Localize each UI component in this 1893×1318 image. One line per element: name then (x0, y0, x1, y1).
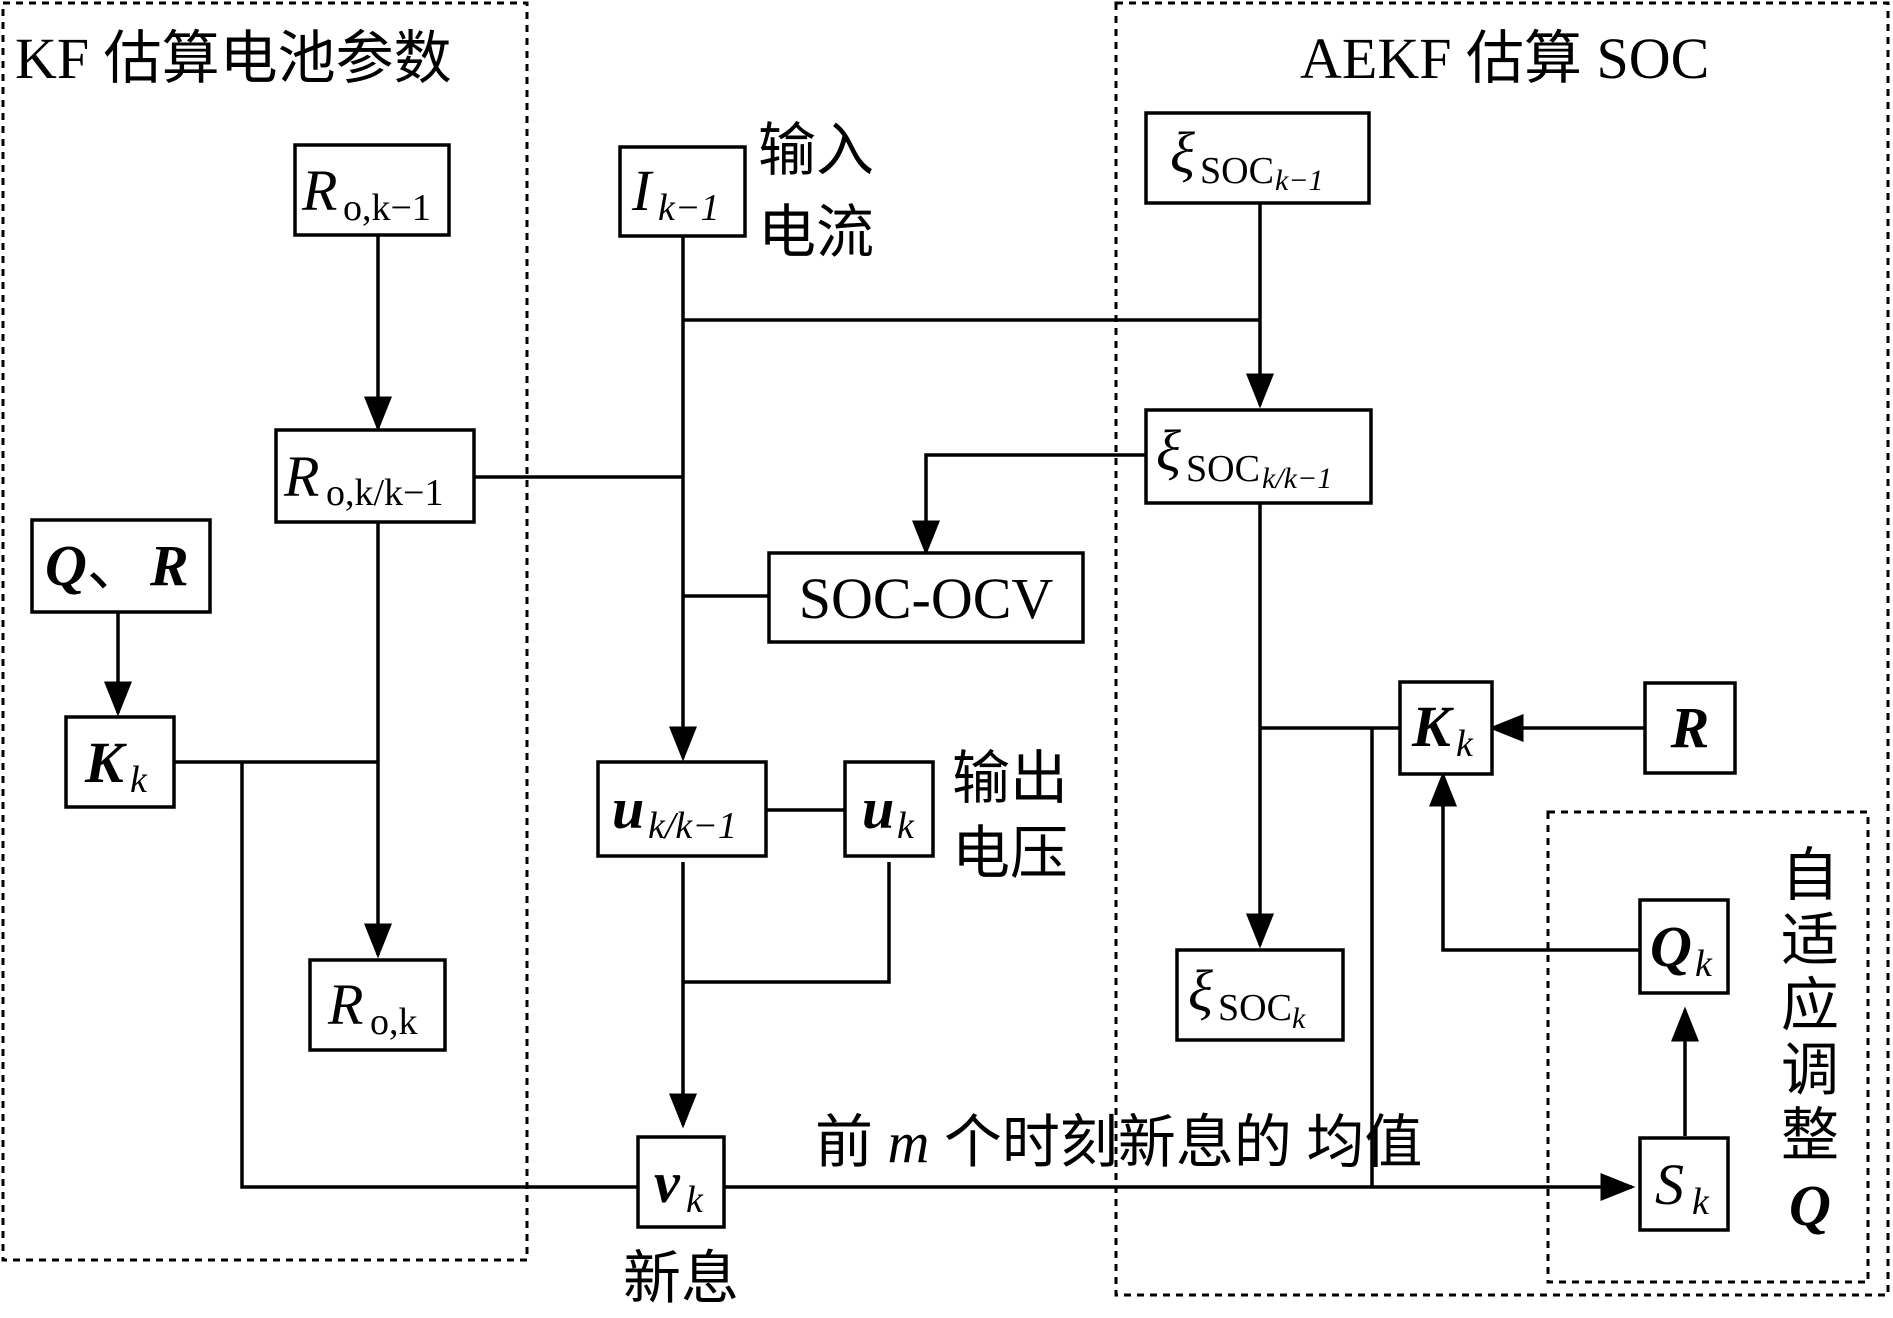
svg-text:o,k: o,k (370, 1001, 418, 1043)
svg-text:SOC: SOC (1218, 987, 1292, 1029)
connectors (104, 203, 1699, 1201)
adaptive-group-title-5: 整 (1781, 1103, 1839, 1168)
line-umeas-to-v (683, 862, 891, 984)
node-q-r: Q 、 R (30, 518, 212, 614)
kf-group-title: KF 估算电池参数 (15, 26, 452, 91)
node-q-k: Q k (1638, 898, 1730, 995)
adaptive-group-title-2: 适 (1781, 908, 1839, 973)
node-s-k: S k (1638, 1136, 1730, 1232)
node-v: v k (636, 1135, 726, 1229)
node-xi-pred: ξ SOC k/k−1 (1144, 408, 1373, 505)
node-r-pred: R o,k/k−1 (274, 428, 476, 524)
svg-text:K: K (1411, 694, 1454, 759)
adaptive-group-title-4: 调 (1781, 1038, 1839, 1103)
node-xi-curr: ξ SOC k (1175, 948, 1345, 1042)
node-u-meas: u k (843, 760, 935, 858)
svg-text:S: S (1655, 1152, 1684, 1217)
svg-text:v: v (654, 1150, 681, 1215)
svg-text:ξ: ξ (1188, 958, 1213, 1023)
svg-text:o,k/k−1: o,k/k−1 (326, 472, 444, 514)
svg-text:Q: Q (1650, 914, 1692, 979)
input-current-label-2: 电流 (758, 200, 874, 265)
svg-text:SOC-OCV: SOC-OCV (799, 566, 1054, 631)
svg-text:R: R (301, 158, 337, 223)
adaptive-group (1546, 810, 1870, 1284)
aekf-group (1114, 1, 1890, 1297)
input-current-label-1: 输入 (758, 118, 874, 183)
svg-text:k: k (1695, 943, 1713, 985)
svg-text:o,k−1: o,k−1 (343, 187, 431, 229)
aekf-group-title: AEKF 估算 SOC (1300, 26, 1709, 91)
output-voltage-label-1: 输出 (952, 746, 1068, 811)
svg-text:ξ: ξ (1156, 418, 1181, 483)
svg-text:k/k−1: k/k−1 (1262, 462, 1332, 495)
svg-text:u: u (862, 776, 894, 841)
svg-text:k: k (686, 1179, 704, 1221)
svg-text:k: k (897, 805, 915, 847)
output-voltage-label-2: 电压 (952, 821, 1068, 886)
node-k-aekf: K k (1398, 680, 1494, 776)
svg-text:、: 、 (87, 533, 145, 598)
svg-text:SOC: SOC (1200, 150, 1274, 192)
svg-text:k: k (1692, 1181, 1710, 1223)
svg-text:R: R (283, 444, 319, 509)
svg-text:k: k (1456, 723, 1474, 765)
node-r-aekf: R (1643, 681, 1737, 775)
svg-text:k: k (130, 759, 148, 801)
adaptive-group-title-3: 应 (1781, 973, 1839, 1038)
svg-text:SOC: SOC (1186, 448, 1260, 490)
node-i-prev: I k−1 (618, 145, 747, 238)
node-u-pred: u k/k−1 (596, 760, 768, 858)
adaptive-group-title-1: 自 (1781, 843, 1839, 908)
innovation-label: 新息 (623, 1246, 739, 1311)
svg-text:ξ: ξ (1170, 120, 1195, 185)
svg-text:k: k (1292, 1002, 1306, 1035)
svg-text:k/k−1: k/k−1 (648, 805, 737, 847)
node-xi-prev: ξ SOC k−1 (1144, 111, 1371, 205)
svg-text:I: I (631, 158, 654, 223)
arrow-qk-to-kaekf (1429, 771, 1640, 952)
svg-text:R: R (1670, 695, 1710, 760)
svg-text:R: R (327, 972, 363, 1037)
svg-text:R: R (149, 533, 189, 598)
node-k-kf: K k (64, 715, 176, 809)
line-k-to-v (240, 762, 638, 1189)
node-r-prev: R o,k−1 (293, 143, 451, 237)
svg-text:k−1: k−1 (658, 187, 720, 229)
arrow-xipred-to-sococv (912, 453, 1146, 556)
mean-innovation-label: 前 m 个时刻新息的 均值 (815, 1110, 1422, 1175)
adaptive-group-title-q: Q (1789, 1173, 1831, 1238)
svg-text:k−1: k−1 (1275, 164, 1324, 197)
svg-text:u: u (612, 776, 644, 841)
svg-text:Q: Q (45, 533, 87, 598)
node-r-curr: R o,k (308, 958, 447, 1052)
svg-text:K: K (84, 730, 127, 795)
node-soc-ocv: SOC-OCV (767, 551, 1085, 644)
kf-group (1, 1, 529, 1262)
